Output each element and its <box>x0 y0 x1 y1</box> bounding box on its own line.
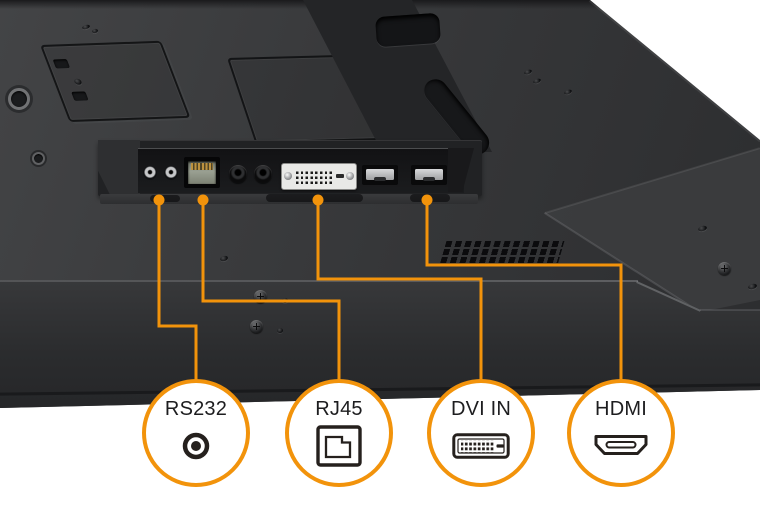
hdmi-port-2 <box>411 165 447 185</box>
lip-slot <box>150 195 180 202</box>
phillips-screw <box>250 320 263 333</box>
screw-hole <box>32 152 45 165</box>
badge-label: RS232 <box>164 398 228 420</box>
vesa-grommet <box>8 88 30 110</box>
badge-label: DVI IN <box>450 398 512 420</box>
badge-rj45: RJ45 <box>285 379 393 487</box>
phillips-screw <box>718 262 731 275</box>
callout-dot-dvi <box>312 194 324 206</box>
hdmi-metal <box>366 169 394 181</box>
callout-line-rj45 <box>201 200 341 381</box>
dvi-screw-post <box>346 172 354 180</box>
bezel-edge-highlight <box>0 280 638 282</box>
monitor-back-panel <box>0 0 760 408</box>
rj45-port-inner <box>188 161 216 184</box>
badge-hdmi: HDMI <box>567 379 675 487</box>
rs232-service-jack <box>143 166 157 180</box>
screw-mark <box>277 328 283 333</box>
audio-jack-1 <box>229 165 247 183</box>
hdmi-slit <box>423 177 435 181</box>
dvi-in-port <box>281 163 357 190</box>
callout-line-hdmi <box>425 200 623 381</box>
dvi-port-icon <box>452 433 510 459</box>
callout-dots <box>153 194 433 206</box>
hdmi-slit <box>374 177 386 181</box>
callout-paths <box>157 200 623 381</box>
hdmi-port-1 <box>362 165 398 185</box>
dvi-blade-slot <box>336 174 344 178</box>
badge-rs232: RS232 <box>142 379 250 487</box>
audio-jack-2 <box>254 165 272 183</box>
callout-dot-rs232 <box>153 194 165 206</box>
hdmi-metal <box>415 169 443 181</box>
hdmi-port-icon <box>594 435 648 455</box>
rs232-jack-icon <box>182 432 210 460</box>
dvi-screw-post <box>284 172 292 180</box>
badge-label: HDMI <box>595 398 647 420</box>
callout-line-dvi <box>316 200 483 381</box>
rj45-port-icon <box>316 425 362 467</box>
ir-jack <box>164 166 178 180</box>
badge-label: RJ45 <box>315 398 363 420</box>
callout-line-rs232 <box>157 200 198 381</box>
dvi-pin-grid <box>296 169 332 184</box>
top-edge-shade <box>0 0 600 9</box>
callout-dot-rj45 <box>197 194 209 206</box>
rj45-ethernet-port <box>184 157 220 188</box>
callout-dot-hdmi <box>421 194 433 206</box>
bezel-edge-highlight <box>700 309 760 311</box>
badge-dvi-in: DVI IN <box>427 379 535 487</box>
